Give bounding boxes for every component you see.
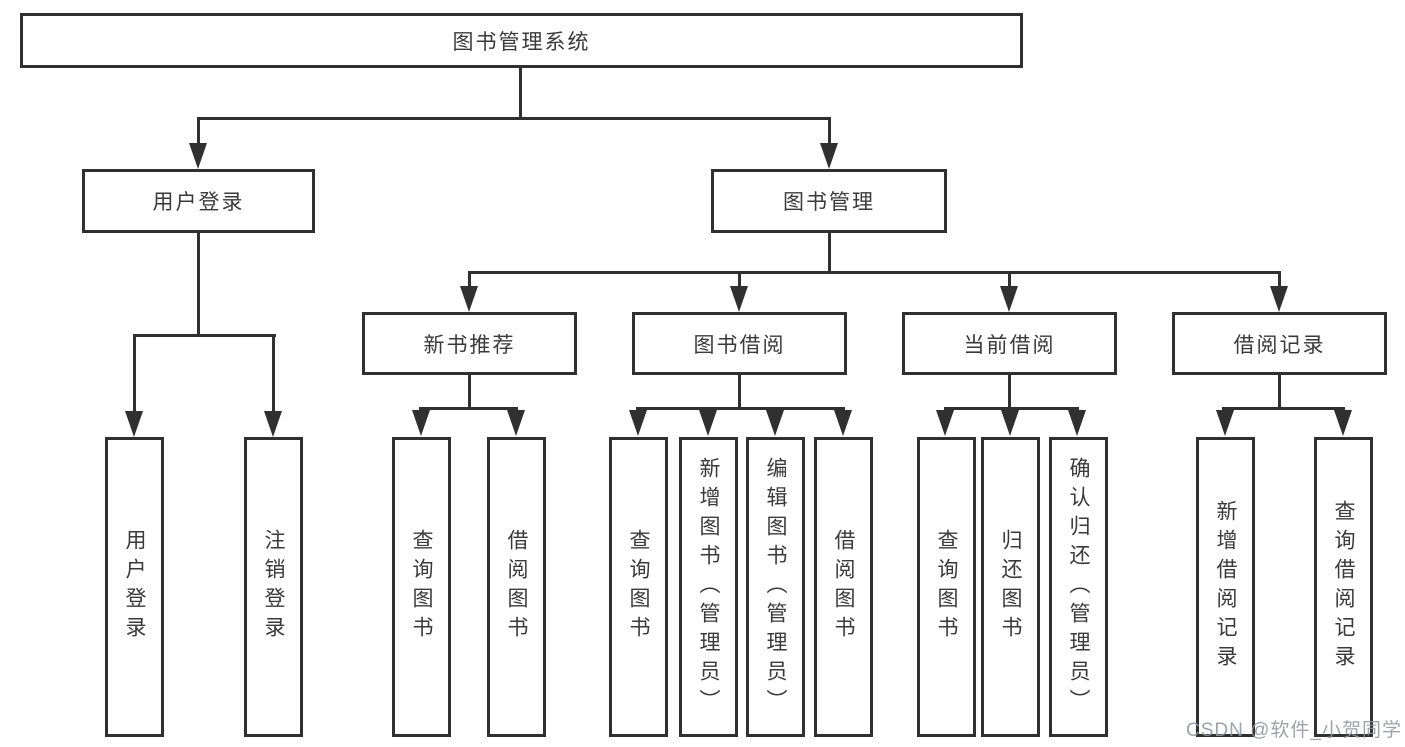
node-leaf-return-book: 归还图书 [981,437,1040,737]
node-leaf-query-book: 查询图书 [917,437,976,737]
node-label: 注销登录 [262,529,285,645]
node-label: 用户登录 [152,191,245,214]
connector-line [133,334,276,337]
connector-line [1008,374,1011,410]
csdn-watermark: CSDN @软件_小贺同学 [1186,720,1402,741]
arrow-down-icon [936,410,954,436]
node-leaf-add-borrow-record: 新增借阅记录 [1196,437,1255,737]
node-current-borrow: 当前借阅 [902,312,1117,375]
node-label: 图书管理 [783,191,875,214]
node-label: 新增借阅记录 [1214,500,1237,674]
node-borrow-record: 借阅记录 [1172,312,1387,375]
node-leaf-borrow-book: 借阅图书 [487,437,546,737]
connector-line [197,117,831,120]
node-label: 查询图书 [627,529,650,645]
arrow-down-icon [834,410,852,436]
connector-line [1222,407,1345,410]
node-label: 借阅图书 [832,529,855,645]
node-label: 新增图书（管理员） [697,456,720,718]
arrow-down-icon [1270,286,1288,312]
connector-line [1008,271,1011,291]
node-label: 新书推荐 [423,333,516,357]
node-leaf-logout: 注销登录 [244,437,303,737]
connector-line [738,271,741,291]
node-leaf-query-book: 查询图书 [392,437,451,737]
node-label: 图书管理系统 [452,30,591,54]
connector-line [636,407,845,410]
node-leaf-add-book-admin: 新增图书（管理员） [679,437,738,737]
connector-line [828,233,831,274]
arrow-down-icon [125,411,143,437]
node-user-login: 用户登录 [82,169,315,233]
arrow-down-icon [629,410,647,436]
connector-line [197,233,200,337]
node-book-borrow: 图书借阅 [632,312,847,375]
connector-line [468,271,471,291]
arrow-down-icon [1000,286,1018,312]
connector-line [828,117,831,149]
arrow-down-icon [766,410,784,436]
arrow-down-icon [1001,410,1019,436]
arrow-down-icon [1334,410,1352,436]
node-label: 编辑图书（管理员） [764,456,787,718]
connector-line [1278,271,1281,291]
node-label: 确认归还（管理员） [1067,456,1090,718]
arrow-down-icon [1216,410,1234,436]
node-label: 查询图书 [935,529,958,645]
connector-line [468,374,471,410]
arrow-down-icon [1068,410,1086,436]
node-new-book-recommend: 新书推荐 [362,312,577,375]
connector-line [1278,374,1281,410]
node-label: 用户登录 [123,529,146,645]
connector-line [133,334,136,416]
node-leaf-edit-book-admin: 编辑图书（管理员） [746,437,805,737]
node-system-root: 图书管理系统 [20,13,1023,68]
connector-line [519,68,522,119]
connector-line [419,407,518,410]
node-label: 查询借阅记录 [1332,500,1355,674]
node-book-management: 图书管理 [711,169,947,233]
node-label: 当前借阅 [963,333,1056,357]
arrow-down-icon [412,410,430,436]
arrow-down-icon [507,410,525,436]
arrow-down-icon [264,411,282,437]
node-label: 图书借阅 [693,333,786,357]
node-leaf-borrow-book: 借阅图书 [814,437,873,737]
node-label: 借阅图书 [505,529,528,645]
connector-line [738,374,741,410]
node-leaf-confirm-return-admin: 确认归还（管理员） [1049,437,1108,737]
arrow-down-icon [460,286,478,312]
arrow-down-icon [699,410,717,436]
arrow-down-icon [189,143,207,169]
connector-line [944,407,1079,410]
node-leaf-user-login: 用户登录 [105,437,164,737]
connector-line [272,334,275,416]
node-leaf-query-book: 查询图书 [609,437,668,737]
node-label: 归还图书 [999,529,1022,645]
connector-line [468,271,1281,274]
connector-line [197,117,200,149]
arrow-down-icon [820,143,838,169]
node-label: 查询图书 [410,529,433,645]
node-label: 借阅记录 [1233,333,1326,357]
node-leaf-query-borrow-record: 查询借阅记录 [1314,437,1373,737]
arrow-down-icon [730,286,748,312]
